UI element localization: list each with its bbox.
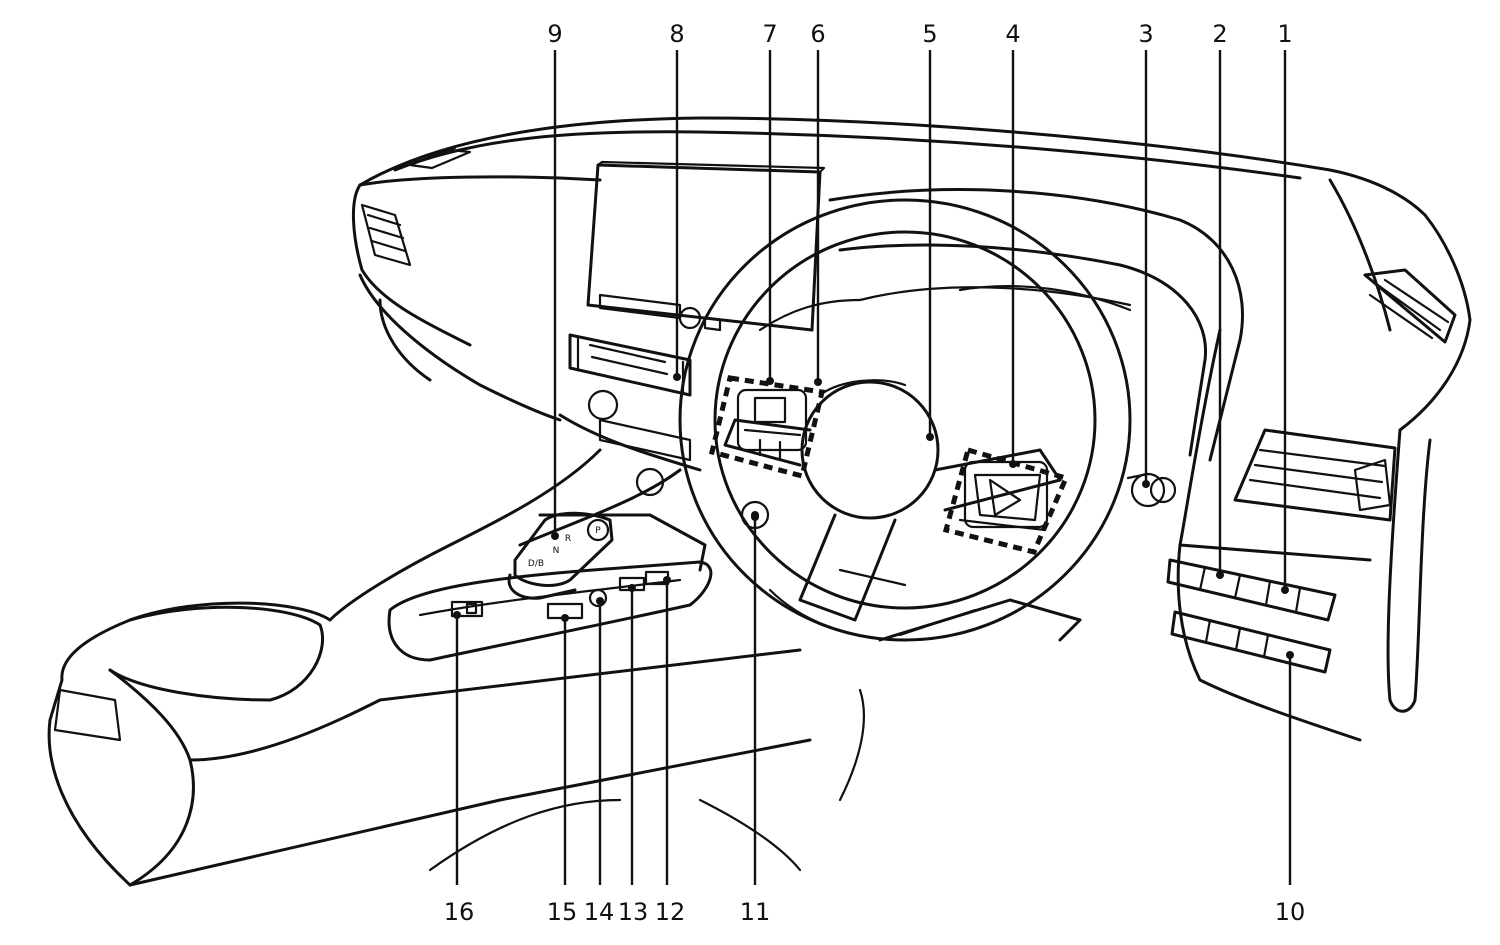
leader-15-dot (561, 614, 569, 622)
callout-7: 7 (762, 20, 777, 48)
leader-1-dot (1281, 586, 1289, 594)
leader-7-dot (766, 377, 774, 385)
callout-13: 13 (618, 898, 649, 926)
leader-14-dot (596, 597, 604, 605)
callout-4: 4 (1005, 20, 1020, 48)
leader-4-dot (1009, 460, 1017, 468)
leader-2-dot (1216, 571, 1224, 579)
leader-5-dot (926, 433, 934, 441)
callout-3: 3 (1138, 20, 1153, 48)
leader-9-dot (551, 532, 559, 540)
callout-10: 10 (1275, 898, 1306, 926)
leader-6-dot (814, 378, 822, 386)
callout-16: 16 (444, 898, 475, 926)
callout-15: 15 (547, 898, 578, 926)
leader-13-dot (628, 584, 636, 592)
shifter-p-label: P (595, 526, 601, 536)
callout-12: 12 (655, 898, 686, 926)
leader-12-dot (663, 576, 671, 584)
callout-2: 2 (1212, 20, 1227, 48)
callout-8: 8 (669, 20, 684, 48)
shifter-r-label: R (565, 534, 571, 544)
shifter-db-label: D/B (528, 559, 544, 569)
leader-3-dot (1142, 480, 1150, 488)
callout-14: 14 (584, 898, 615, 926)
callout-1: 1 (1277, 20, 1292, 48)
callout-6: 6 (810, 20, 825, 48)
shifter-n-label: N (553, 546, 560, 556)
leader-16-dot (453, 611, 461, 619)
callout-leaders (453, 50, 1294, 885)
dashboard-line-art: P R N D/B (47, 116, 1472, 887)
callout-11: 11 (740, 898, 771, 926)
callout-9: 9 (547, 20, 562, 48)
leader-8-dot (673, 373, 681, 381)
leader-10-dot (1286, 651, 1294, 659)
leader-11-dot (751, 513, 759, 521)
callout-5: 5 (922, 20, 937, 48)
callout-labels: 1 2 3 4 5 6 7 8 9 10 11 12 13 14 15 16 (444, 20, 1306, 926)
